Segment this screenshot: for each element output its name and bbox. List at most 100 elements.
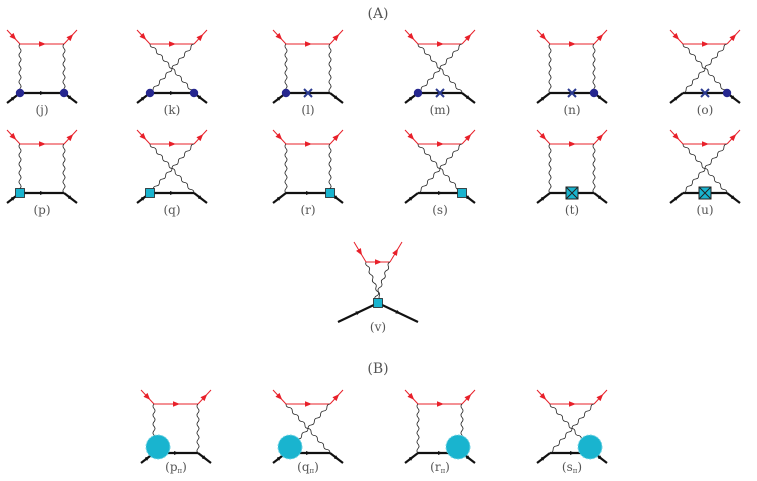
electron-line: [193, 29, 208, 45]
diagram-label-text: (p): [33, 203, 51, 217]
photon-line: [328, 43, 332, 94]
photon-line: [416, 403, 420, 454]
nucleon-line: [63, 192, 78, 204]
diagram-label-q-pi: (qπ): [297, 460, 319, 475]
electron-line: [353, 241, 367, 263]
electron-line: [536, 129, 551, 145]
photon-line: [548, 43, 552, 94]
diagram-r-pi: [404, 389, 476, 464]
nucleon-line: [461, 92, 476, 104]
electron-line: [140, 389, 155, 405]
diagram-label-text: (n): [563, 103, 581, 117]
diagram-label-text: (o): [696, 103, 714, 117]
diagram-label-j: (j): [35, 103, 48, 117]
boxed-cross-mark: [698, 186, 712, 200]
diagram-label-text: (v): [369, 320, 387, 334]
photon-line: [417, 43, 463, 94]
diagram-label-text: (q: [297, 460, 310, 474]
electron-line: [669, 29, 684, 45]
electron-line: [136, 29, 151, 45]
electron-line: [593, 29, 608, 45]
diagram-q-pi: [272, 389, 344, 464]
diagram-s: [404, 129, 476, 204]
nucleon-line: [536, 92, 551, 104]
pion-blob: [445, 434, 471, 460]
diagram-p-pi: [140, 389, 212, 464]
diagram-label-text: (l): [301, 103, 315, 117]
electron-line: [404, 29, 419, 45]
diagram-label-n: (n): [563, 103, 580, 117]
diagram-label-subscript: π: [177, 467, 183, 475]
electron-line: [272, 29, 287, 45]
diagram-label-subscript: π: [309, 467, 315, 475]
diagram-label-text: (s: [561, 460, 573, 474]
diagram-q: [136, 129, 208, 204]
diagram-label-subscript: π: [440, 467, 446, 475]
photon-line: [18, 143, 22, 194]
photon-line: [374, 261, 391, 301]
diagram-label-u: (u): [696, 203, 713, 217]
pion-blob: [577, 434, 603, 460]
photon-line: [417, 143, 463, 194]
nucleon-line: [536, 192, 551, 204]
diagram-t: [536, 129, 608, 204]
photon-line: [592, 143, 596, 194]
electron-line: [329, 129, 344, 145]
electron-line: [593, 389, 608, 405]
nucleon-line: [404, 192, 419, 204]
diagram-u: [669, 129, 741, 204]
diagram-k: [136, 29, 208, 104]
photon-line: [682, 143, 728, 194]
contact-square: [15, 188, 25, 198]
electron-line: [461, 389, 476, 405]
electron-line: [63, 29, 78, 45]
photon-line: [284, 143, 288, 194]
pion-blob: [145, 434, 171, 460]
photon-line: [149, 43, 195, 94]
section-label-a: (A): [367, 6, 389, 22]
electron-line: [536, 389, 551, 405]
photon-line: [548, 143, 552, 194]
vertex-cross: [567, 88, 577, 98]
electron-line: [389, 241, 403, 263]
electron-line: [669, 129, 684, 145]
nucleon-line: [593, 192, 608, 204]
nucleon-line: [193, 192, 208, 204]
photon-line: [18, 43, 22, 94]
diagram-label-t: (t): [565, 203, 579, 217]
diagram-label-p: (p): [33, 203, 50, 217]
electron-line: [329, 389, 344, 405]
photon-line: [62, 43, 66, 94]
diagram-label-q: (q): [163, 203, 180, 217]
electron-line: [726, 29, 741, 45]
diagram-label-close: ): [445, 460, 450, 474]
electron-line: [272, 389, 287, 405]
electron-line: [593, 129, 608, 145]
diagram-label-close: ): [182, 460, 187, 474]
nucleon-line: [669, 192, 684, 204]
nucleon-line: [329, 452, 344, 464]
contact-square: [145, 188, 155, 198]
diagram-label-text: (m): [429, 103, 451, 117]
diagram-label-text: (r: [430, 460, 441, 474]
electron-line: [197, 389, 212, 405]
nucleon-line: [536, 452, 551, 464]
nucleon-line: [272, 192, 287, 204]
diagram-n: [536, 29, 608, 104]
electron-line: [329, 29, 344, 45]
diagram-o: [669, 29, 741, 104]
contact-square: [325, 188, 335, 198]
vertex-cross: [435, 88, 445, 98]
diagram-l: [272, 29, 344, 104]
electron-line: [461, 29, 476, 45]
diagram-label-v: (v): [370, 320, 386, 334]
diagram-label-text: (s): [432, 203, 448, 217]
pion-blob: [277, 434, 303, 460]
photon-line: [149, 143, 195, 194]
electron-line: [136, 129, 151, 145]
vertex-blob: [59, 88, 69, 98]
diagram-label-subscript: π: [572, 467, 578, 475]
vertex-blob: [281, 88, 291, 98]
electron-line: [6, 29, 21, 45]
electron-line: [272, 129, 287, 145]
